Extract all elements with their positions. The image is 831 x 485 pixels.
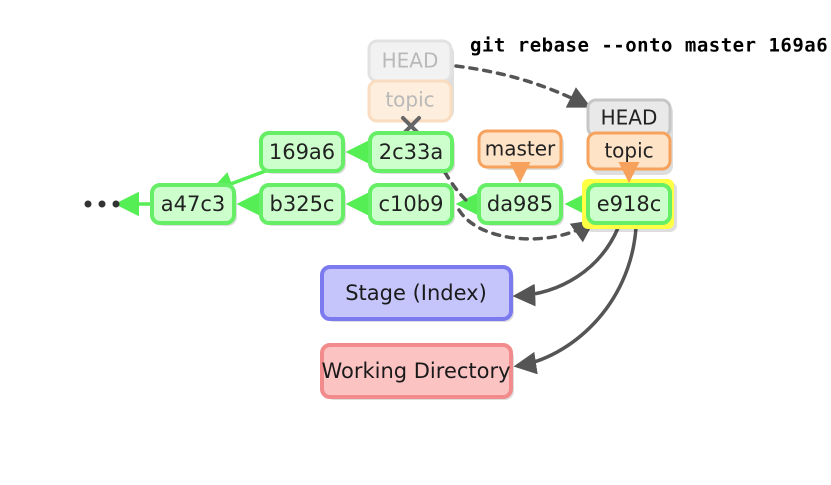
faded-head-label: HEAD bbox=[382, 49, 439, 73]
commit-label-e918c: e918c bbox=[597, 192, 662, 216]
commit-node-da985[interactable]: da985 bbox=[477, 183, 564, 226]
working-directory-box[interactable]: Working Directory bbox=[320, 343, 514, 400]
commit-node-e918c[interactable]: e918c bbox=[582, 179, 677, 232]
commit-label-c10b9: c10b9 bbox=[379, 192, 444, 216]
faded-topic-label: topic bbox=[385, 88, 434, 112]
git-command-text: git rebase --onto master 169a6 bbox=[470, 35, 828, 57]
commit-node-a47c3[interactable]: a47c3 bbox=[150, 183, 237, 226]
commit-label-da985: da985 bbox=[487, 192, 553, 216]
commit-label-169a6: 169a6 bbox=[269, 140, 335, 164]
ref-node-master[interactable]: master bbox=[477, 129, 564, 170]
faded-head-topic-group: HEAD topic bbox=[367, 39, 454, 123]
commit-node-2c33a[interactable]: 2c33a bbox=[368, 131, 455, 174]
ref-label-topic: topic bbox=[604, 139, 653, 163]
ref-label-head: HEAD bbox=[601, 106, 658, 130]
faded-topic-box bbox=[367, 79, 453, 123]
stage-index-box[interactable]: Stage (Index) bbox=[320, 265, 514, 322]
commit-label-b325c: b325c bbox=[270, 192, 335, 216]
history-ellipsis bbox=[84, 200, 120, 208]
head-topic-group[interactable]: HEAD topic bbox=[586, 98, 673, 175]
edge-e918c-to-working-directory bbox=[513, 227, 638, 375]
edge-rebase-path-dashed bbox=[457, 208, 595, 243]
stage-index-label: Stage (Index) bbox=[345, 281, 487, 305]
edge-head-move-dashed bbox=[454, 64, 592, 108]
commit-node-169a6[interactable]: 169a6 bbox=[259, 131, 346, 174]
commit-node-c10b9[interactable]: c10b9 bbox=[368, 183, 455, 226]
edge-e918c-to-stage bbox=[512, 227, 620, 307]
commit-label-2c33a: 2c33a bbox=[379, 140, 444, 164]
commit-label-a47c3: a47c3 bbox=[161, 192, 226, 216]
ref-label-master: master bbox=[485, 137, 556, 161]
working-directory-label: Working Directory bbox=[321, 359, 510, 383]
commit-node-b325c[interactable]: b325c bbox=[259, 183, 346, 226]
